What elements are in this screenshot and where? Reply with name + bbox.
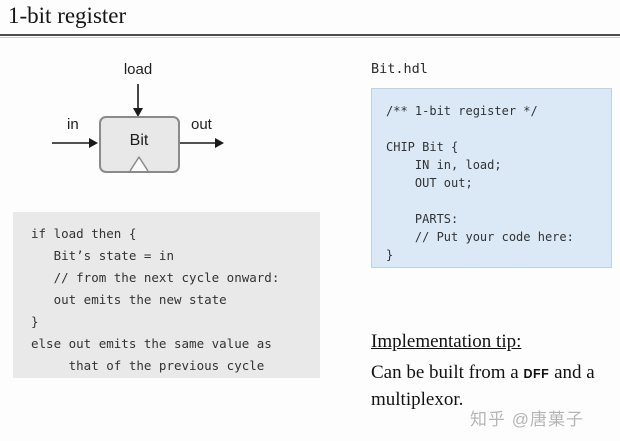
load-pin-label: load (123, 61, 153, 78)
out-arrow (180, 138, 224, 148)
title-divider (0, 34, 620, 38)
dff-term: DFF (523, 367, 550, 381)
watermark: 知乎 @唐菓子 (470, 410, 584, 429)
tip-text-suffix: and a multiplexor. (371, 362, 595, 410)
tip-text-prefix: Can be built from a (371, 362, 524, 383)
hdl-code-block: /** 1-bit register */ CHIP Bit { IN in, … (371, 88, 612, 268)
load-arrow (133, 84, 143, 117)
in-arrow (52, 138, 98, 148)
page-title: 1-bit register (8, 3, 127, 28)
chip-name-label: Bit (129, 132, 149, 149)
implementation-tip-body: Can be built from a DFF and a multiplexo… (371, 360, 619, 414)
hdl-filename: Bit.hdl (371, 61, 428, 77)
pseudocode-block: if load then { Bit’s state = in // from … (13, 212, 320, 378)
implementation-tip-heading: Implementation tip: (371, 331, 522, 352)
out-pin-label: out (191, 116, 212, 133)
clock-triangle-icon (129, 156, 149, 172)
implementation-tip: Implementation tip: Can be built from a … (371, 331, 619, 414)
in-pin-label: in (67, 116, 79, 133)
